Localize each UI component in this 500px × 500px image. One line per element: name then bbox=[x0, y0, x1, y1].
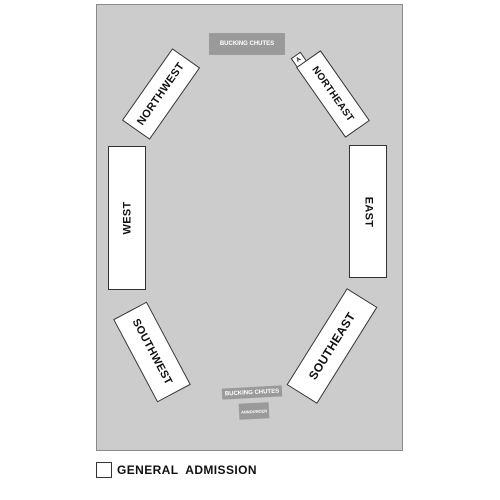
bucking-chutes-bottom-label: BUCKING CHUTES bbox=[224, 388, 280, 397]
bucking-chutes-top: BUCKING CHUTES bbox=[209, 33, 285, 55]
section-northeast-label: NORTHEAST bbox=[309, 64, 357, 124]
section-northeast[interactable]: NORTHEAST bbox=[296, 50, 370, 138]
section-west[interactable]: WEST bbox=[108, 146, 146, 290]
general-admission-label: GENERAL ADMISSION bbox=[117, 463, 257, 477]
section-west-label: WEST bbox=[120, 201, 133, 235]
section-east[interactable]: EAST bbox=[349, 145, 387, 278]
section-southeast[interactable]: SOUTHEAST bbox=[286, 288, 378, 404]
section-southwest-label: SOUTHWEST bbox=[129, 316, 175, 388]
announcer-box: ANNOUNCER bbox=[238, 402, 270, 420]
section-southwest[interactable]: SOUTHWEST bbox=[113, 301, 191, 403]
section-northwest[interactable]: NORTHWEST bbox=[121, 48, 201, 140]
bucking-chutes-top-label: BUCKING CHUTES bbox=[219, 41, 275, 47]
arena-map: BUCKING CHUTES NORTHWEST A NORTHEAST WES… bbox=[96, 4, 403, 451]
announcer-box-label: ANNOUNCER bbox=[240, 407, 268, 415]
general-admission-swatch bbox=[96, 462, 112, 478]
legend: GENERAL ADMISSION bbox=[96, 461, 257, 479]
section-east-label: EAST bbox=[361, 196, 374, 227]
section-southeast-label: SOUTHEAST bbox=[305, 309, 359, 383]
section-northwest-label: NORTHWEST bbox=[134, 60, 188, 128]
bucking-chutes-bottom: BUCKING CHUTES bbox=[221, 385, 283, 400]
